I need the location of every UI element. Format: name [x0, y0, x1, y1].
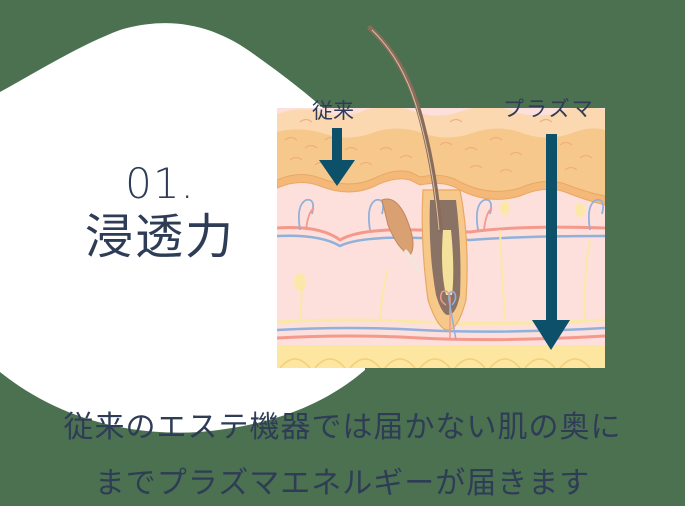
conventional-arrow: [319, 128, 355, 186]
label-conventional: 従来: [312, 99, 354, 123]
caption-line-2: までプラズマエネルギーが届きます: [94, 466, 591, 501]
plasma-arrow: [532, 134, 570, 350]
caption-line-1: 従来のエステ機器では届かない肌の奥に: [63, 410, 622, 445]
section-title: 浸透力: [84, 209, 235, 265]
section-heading: 01. 浸透力: [60, 160, 260, 266]
section-number: 01.: [125, 159, 195, 208]
label-plasma: プラズマ: [503, 97, 595, 121]
